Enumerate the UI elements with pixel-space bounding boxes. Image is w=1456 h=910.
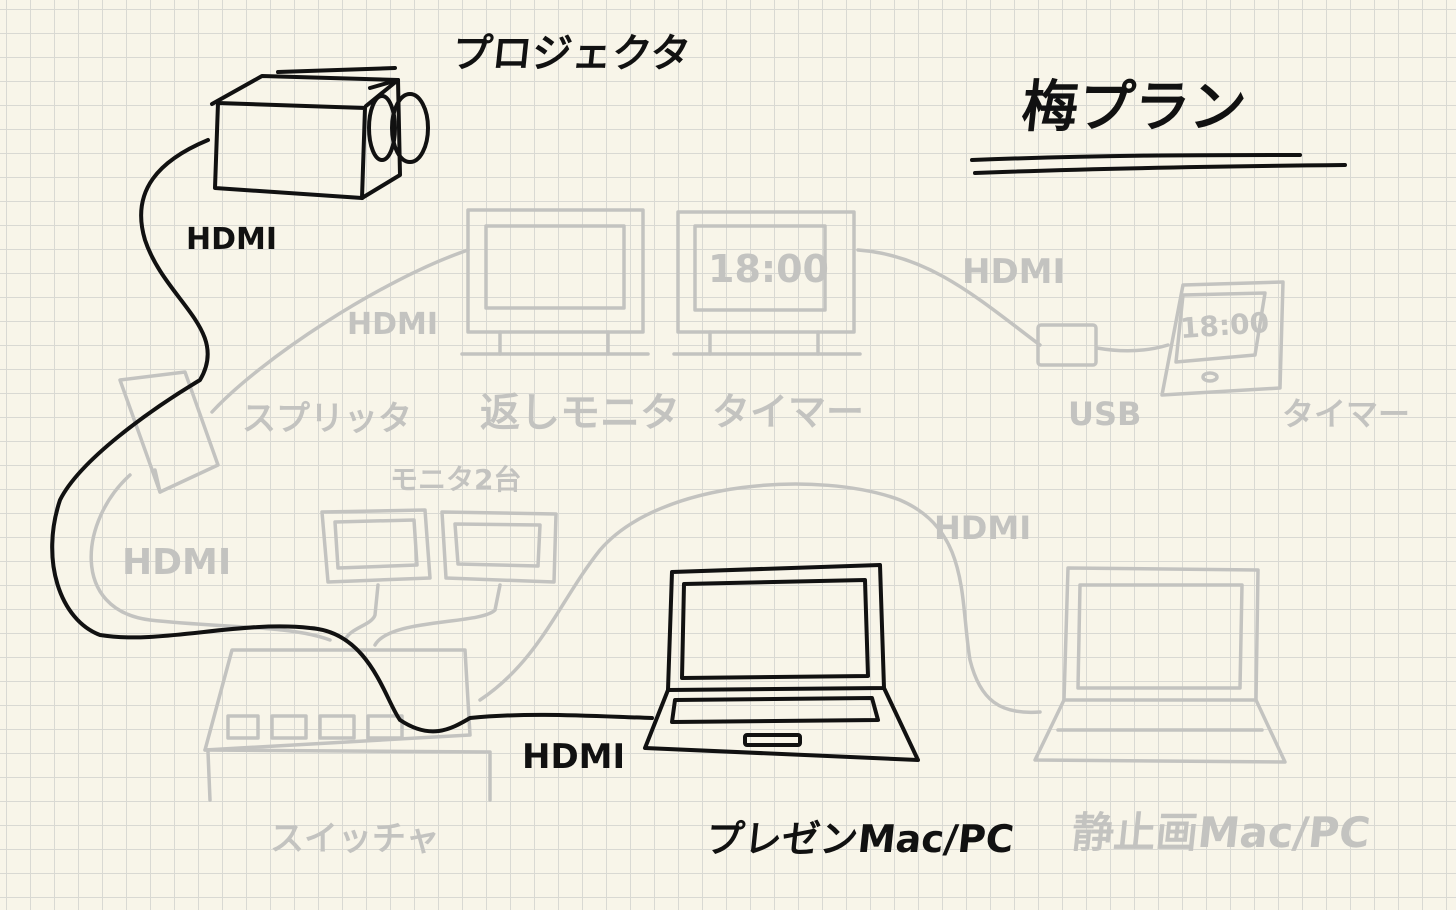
return-monitor-shape (462, 210, 648, 354)
title-underline-bottom (975, 165, 1345, 173)
timer-usb-hdmi-label: HDMI (962, 255, 1065, 289)
usb-adapter-shape (1038, 325, 1096, 365)
presenter-laptop-shape (645, 565, 918, 760)
cable-monitor2-to-switcher (375, 585, 500, 645)
splitter-return-hdmi-label: HDMI (347, 310, 438, 340)
monitor-pair-shape (322, 510, 556, 582)
timer-monitor-label: タイマー (712, 393, 864, 431)
switcher-shape (205, 650, 490, 800)
switcher-label: スイッチャ (270, 822, 440, 856)
tablet-screen-value: 18:00 (1179, 309, 1270, 343)
return-monitor-label: 返しモニタ (480, 393, 680, 433)
splitter-label: スプリッタ (242, 402, 412, 436)
splitter-switcher-hdmi-label: HDMI (122, 545, 231, 581)
cable-monitor1-to-switcher (345, 585, 378, 640)
usb-label: USB (1068, 398, 1141, 430)
projector-shape (212, 68, 428, 198)
monitor-pair-label: モニタ2台 (390, 466, 521, 494)
still-laptop-shape (1035, 568, 1285, 762)
presenter-hdmi-label: HDMI (522, 740, 625, 774)
projector-hdmi-label: HDMI (186, 225, 277, 255)
presenter-pc-label: プレゼンMac/PC (704, 820, 1016, 858)
projector-label: プロジェクタ (450, 34, 693, 74)
timer-screen-value: 18:00 (708, 250, 829, 288)
still-pc-label: 静止画Mac/PC (1070, 812, 1372, 854)
title-underline-top (972, 155, 1300, 160)
cable-usb-to-tablet (1097, 345, 1168, 351)
tablet-timer-label: タイマー (1282, 398, 1410, 430)
page-title: 梅プラン (1019, 80, 1249, 136)
splitter-shape (120, 372, 218, 492)
still-pc-hdmi-label: HDMI (934, 512, 1031, 544)
